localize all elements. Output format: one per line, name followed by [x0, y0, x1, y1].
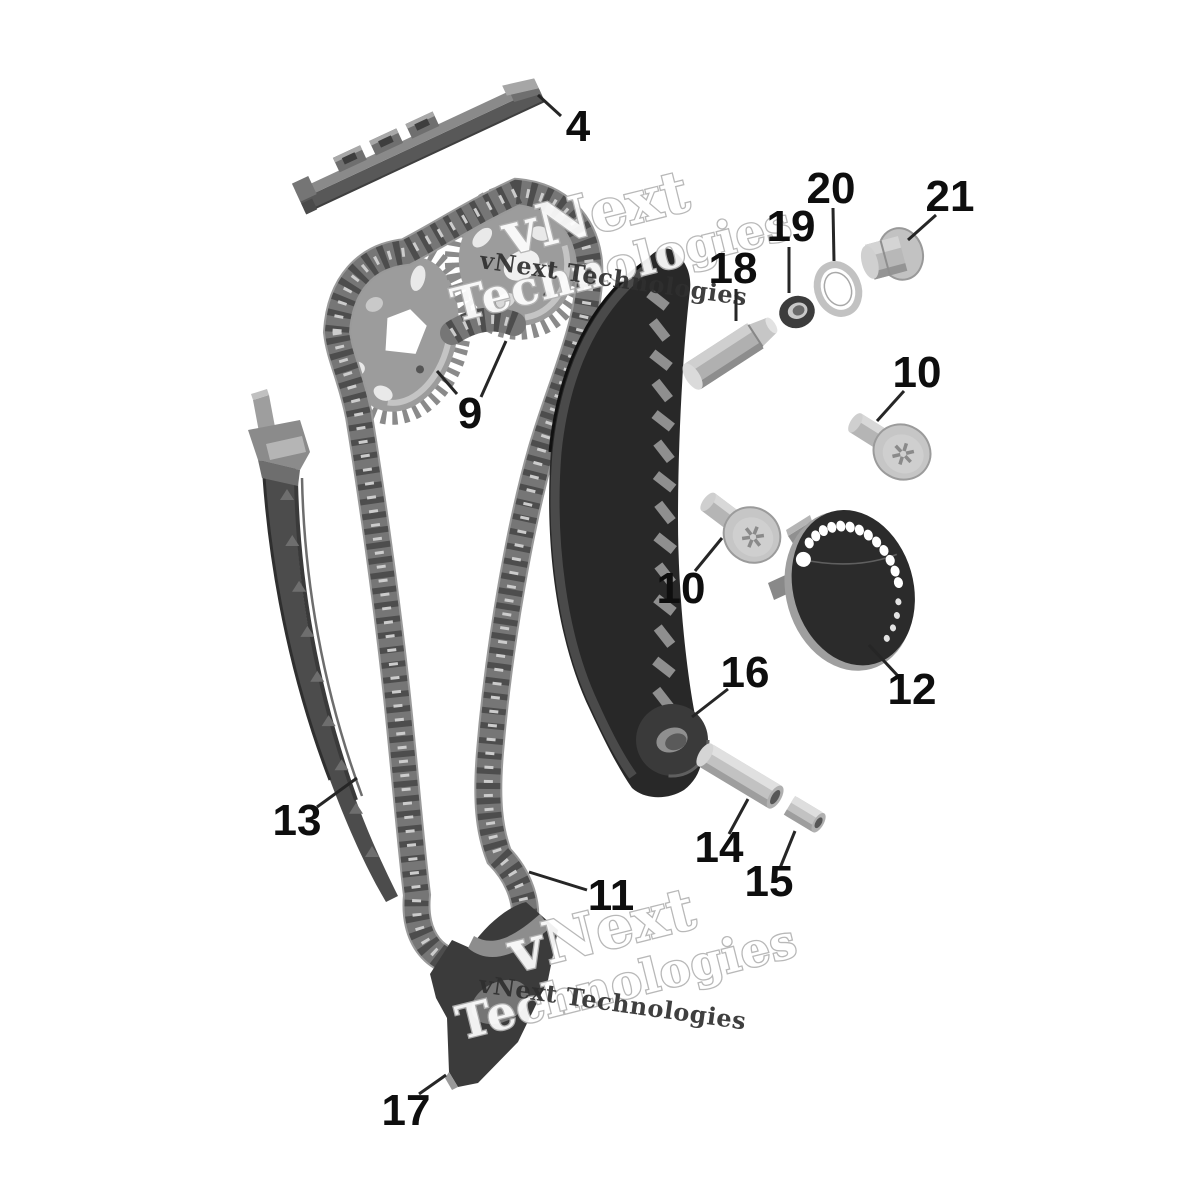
leader-line-4 [536, 93, 563, 118]
bolt-top [848, 413, 932, 481]
bolt-mid [700, 492, 782, 564]
part-label-11: 11 [588, 871, 635, 920]
left-guide-rail [248, 389, 398, 902]
impulse-wheel [768, 509, 915, 671]
part-label-13: 13 [273, 796, 322, 845]
part-label-12: 12 [888, 665, 937, 714]
leader-line-11 [528, 870, 588, 892]
part-label-20: 20 [807, 164, 856, 213]
leader-line-10 [693, 537, 724, 572]
stud-bolt [682, 317, 778, 390]
nut-ring [779, 295, 815, 329]
leader-line-21 [907, 213, 937, 242]
part-label-19: 19 [767, 202, 816, 251]
part-label-21: 21 [926, 172, 975, 221]
screw-plug [860, 227, 925, 281]
part-label-16: 16 [721, 648, 770, 697]
upper-guide-rail [291, 78, 546, 215]
part-label-9: 9 [458, 389, 482, 438]
seal-washer [813, 261, 863, 317]
part-label-10: 10 [657, 564, 706, 613]
bushing [783, 795, 826, 833]
part-label-18: 18 [709, 244, 758, 293]
leader-line-9 [479, 340, 508, 398]
leader-line-14 [727, 798, 750, 835]
leader-line-20 [831, 207, 836, 262]
part-label-14: 14 [695, 823, 744, 872]
part-label-15: 15 [745, 857, 794, 906]
leader-line-12 [867, 643, 900, 678]
leader-line-16 [691, 687, 729, 719]
leader-line-13 [316, 776, 358, 809]
lower-chain-guide [430, 902, 558, 1090]
part-label-17: 17 [382, 1086, 431, 1135]
tensioner-pivot-boss [634, 702, 710, 778]
tensioner-rail [548, 248, 710, 798]
sleeve-tube [696, 743, 784, 809]
leader-line-9 [435, 370, 459, 395]
part-label-4: 4 [566, 102, 591, 151]
leader-line-15 [778, 830, 797, 869]
leader-line-17 [418, 1073, 447, 1096]
leader-line-10 [875, 389, 906, 423]
part-label-10: 10 [893, 348, 942, 397]
